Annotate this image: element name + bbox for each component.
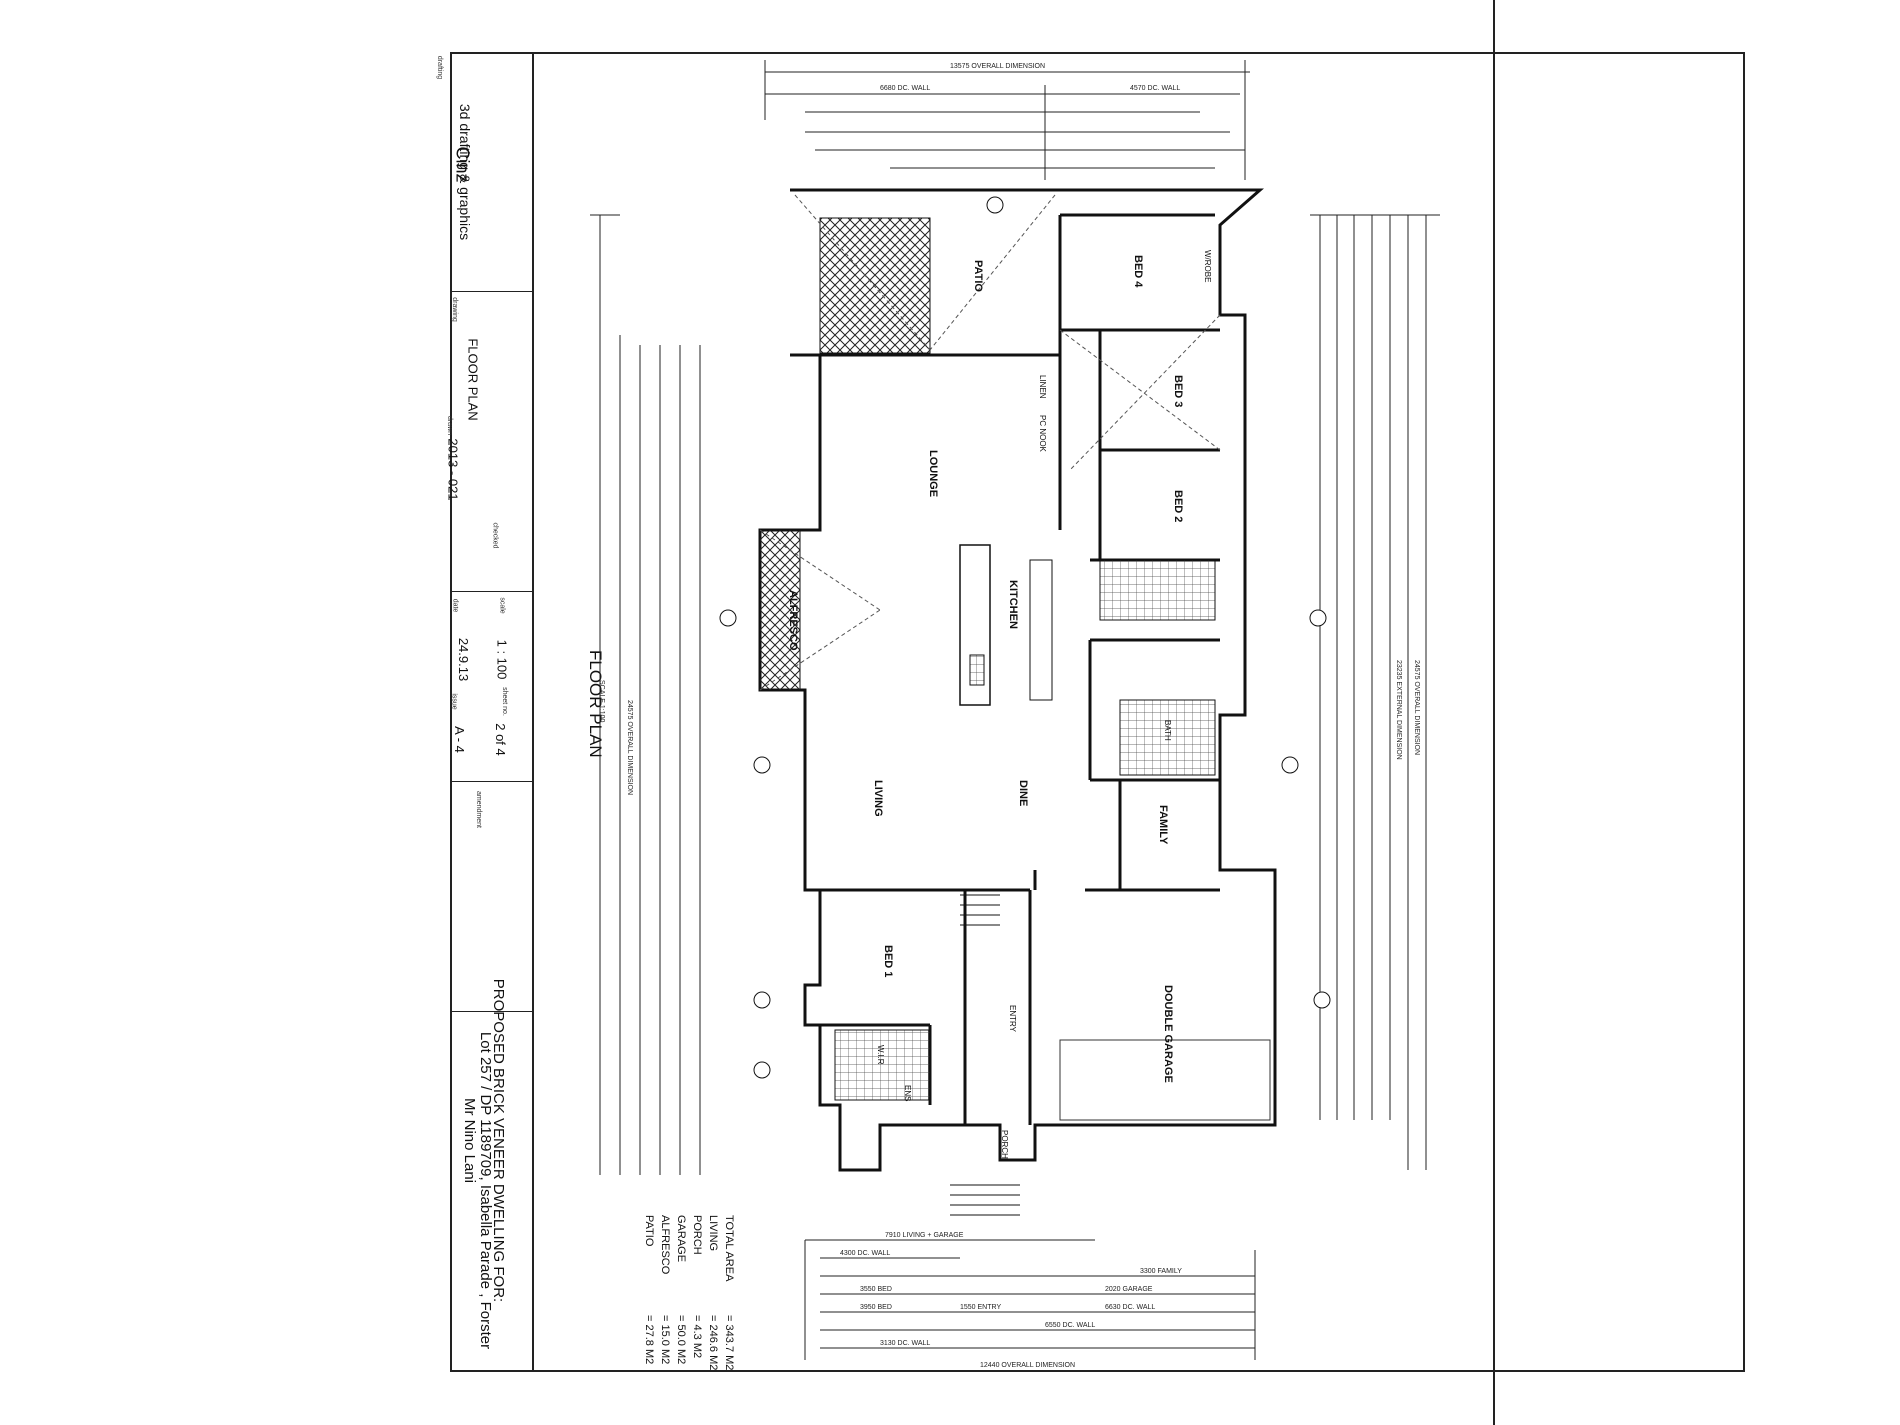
room-bed2: BED 2	[1172, 490, 1184, 522]
alfresco-hatch	[759, 529, 801, 691]
title-block: drafting Cinz 3d drafting & graphics dra…	[436, 54, 534, 1370]
room-bed1: BED 1	[882, 945, 894, 977]
room-entry: ENTRY	[1008, 1005, 1017, 1033]
room-bath: BATH	[1163, 720, 1172, 741]
dimensions-top	[764, 60, 1250, 180]
area-garage-label: GARAGE	[675, 1215, 687, 1262]
plan-heading: FLOOR PLAN SCALE 1:100	[586, 650, 605, 758]
dim-bottom-9: 6550 DC. WALL	[1045, 1322, 1095, 1329]
room-linen: LINEN	[1038, 375, 1047, 399]
area-total-value: = 343.7 M2	[723, 1315, 735, 1370]
room-wrobe: W/ROBE	[1203, 250, 1212, 282]
dim-bottom-2: 4300 DC. WALL	[840, 1250, 890, 1257]
title-block-drawing: drawing FLOOR PLAN drawn 2013 - 021 chec…	[446, 292, 532, 592]
area-living-value: = 246.6 M2	[707, 1315, 719, 1370]
dim-bottom-8: 1550 ENTRY	[960, 1304, 1001, 1311]
area-alfresco-label: ALFRESCO	[659, 1215, 671, 1275]
kitchen-island	[959, 544, 991, 706]
title-block-company: drafting Cinz 3d drafting & graphics	[436, 54, 532, 292]
dim-top-1: 6680 DC. WALL	[880, 85, 930, 92]
page-edge-line	[1493, 0, 1495, 1425]
room-porch: PORCH	[1000, 1130, 1009, 1159]
room-wir: W.I.R	[876, 1045, 885, 1065]
dim-bottom-10: 3130 DC. WALL	[880, 1340, 930, 1347]
dim-bottom-5: 6630 DC. WALL	[1105, 1304, 1155, 1311]
room-patio: PATIO	[972, 260, 984, 292]
dim-bottom-7: 3950 BED	[860, 1304, 892, 1311]
laundry-tiles	[1099, 559, 1216, 621]
area-porch-value: = 4.3 M2	[691, 1315, 703, 1358]
patio-hatch	[819, 217, 931, 354]
dim-bottom-6: 3550 BED	[860, 1286, 892, 1293]
dim-bottom-1: 7910 LIVING + GARAGE	[885, 1232, 964, 1239]
roof-lines	[759, 194, 1221, 691]
kitchen-bench	[1029, 559, 1053, 701]
room-kitchen: KITCHEN	[1007, 580, 1019, 629]
title-block-amendments: amendment	[452, 782, 532, 1012]
room-bed4: BED 4	[1132, 255, 1144, 288]
ensuite-tiles	[834, 1029, 931, 1101]
room-lounge: LOUNGE	[927, 450, 939, 497]
room-pcnook: PC NOOK	[1038, 415, 1047, 453]
room-garage: DOUBLE GARAGE	[1162, 985, 1174, 1083]
dim-overall-top: 13575 OVERALL DIMENSION	[950, 63, 1045, 70]
area-garage-value: = 50.0 M2	[675, 1315, 687, 1364]
area-total-label: TOTAL AREA	[723, 1215, 735, 1282]
room-alfresco: ALFRESCO	[787, 590, 799, 651]
area-schedule: TOTAL AREA = 343.7 M2 LIVING = 246.6 M2 PO…	[643, 1215, 735, 1370]
dimensions-left	[590, 214, 701, 1175]
dim-right-2: 24575 OVERALL DIMENSION	[1413, 660, 1420, 755]
section-markers	[719, 196, 1331, 1079]
room-dine: DINE	[1017, 780, 1029, 806]
area-porch-label: PORCH	[691, 1215, 703, 1255]
room-family: FAMILY	[1157, 805, 1169, 845]
room-ens: ENS	[903, 1085, 912, 1101]
dim-overall-bottom: 12440 OVERALL DIMENSION	[980, 1362, 1075, 1369]
dim-bottom-4: 2020 GARAGE	[1105, 1286, 1153, 1293]
bath-tiles	[1119, 699, 1216, 776]
drawing-sheet-border	[450, 52, 1745, 1372]
garage-door	[1059, 1039, 1271, 1121]
dimensions-right	[1310, 214, 1440, 1170]
room-living: LIVING	[872, 780, 884, 817]
dim-top-2: 4570 DC. WALL	[1130, 85, 1180, 92]
area-living-label: LIVING	[707, 1215, 719, 1251]
title-block-date: date 24.9.13 1 : 100 scale A - 4 2 of 4 …	[451, 592, 532, 782]
kitchen-sink	[969, 654, 985, 686]
dim-bottom-3: 3300 FAMILY	[1140, 1268, 1182, 1275]
area-patio-label: PATIO	[643, 1215, 655, 1247]
dim-left-1: 24575 OVERALL DIMENSION	[626, 700, 633, 795]
dim-right-1: 23235 EXTERNAL DIMENSION	[1395, 660, 1402, 760]
area-patio-value: = 27.8 M2	[643, 1315, 655, 1364]
area-alfresco-value: = 15.0 M2	[659, 1315, 671, 1364]
entry-steps	[950, 894, 1020, 1216]
dimensions-bottom	[804, 1239, 1256, 1360]
room-bed3: BED 3	[1172, 375, 1184, 407]
plan-scale-note: SCALE 1:100	[598, 680, 605, 723]
